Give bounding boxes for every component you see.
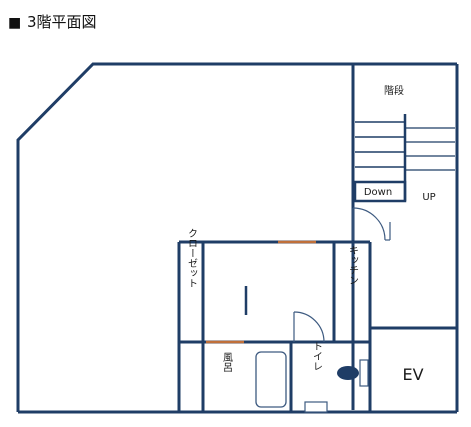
toilet-door	[293, 311, 325, 343]
toilet-fixture	[304, 359, 369, 413]
label-closet-text: クローゼット	[186, 228, 198, 288]
label-closet: クローゼット	[186, 228, 198, 288]
door-swing-arc	[293, 311, 325, 343]
label-bath: 風呂	[221, 352, 233, 373]
door-swing-arc	[352, 207, 386, 241]
toilet-bowl	[337, 366, 359, 380]
stair-door	[352, 207, 391, 241]
toilet-tank	[359, 359, 369, 387]
label-kitchen: キッチン	[347, 245, 358, 285]
core-walls	[177, 240, 457, 412]
label-kitchen-text: キッチン	[347, 245, 358, 285]
title-marker: ■	[8, 15, 21, 31]
toilet-sink	[304, 401, 328, 413]
stairwell	[351, 64, 455, 208]
label-toilet: トイレ	[311, 341, 323, 371]
bathtub	[255, 351, 287, 408]
label-elevator: EV	[402, 365, 423, 384]
label-down: Down	[364, 187, 392, 198]
label-up: UP	[422, 192, 435, 203]
label-bath-text: 風呂	[221, 352, 233, 373]
label-stairs: 階段	[384, 84, 404, 97]
title-text: 3階平面図	[27, 13, 97, 31]
plan-title: ■ 3階平面図	[8, 13, 97, 31]
label-toilet-text: トイレ	[311, 341, 323, 371]
door-openings	[206, 240, 316, 344]
outer-walls	[16, 62, 459, 414]
